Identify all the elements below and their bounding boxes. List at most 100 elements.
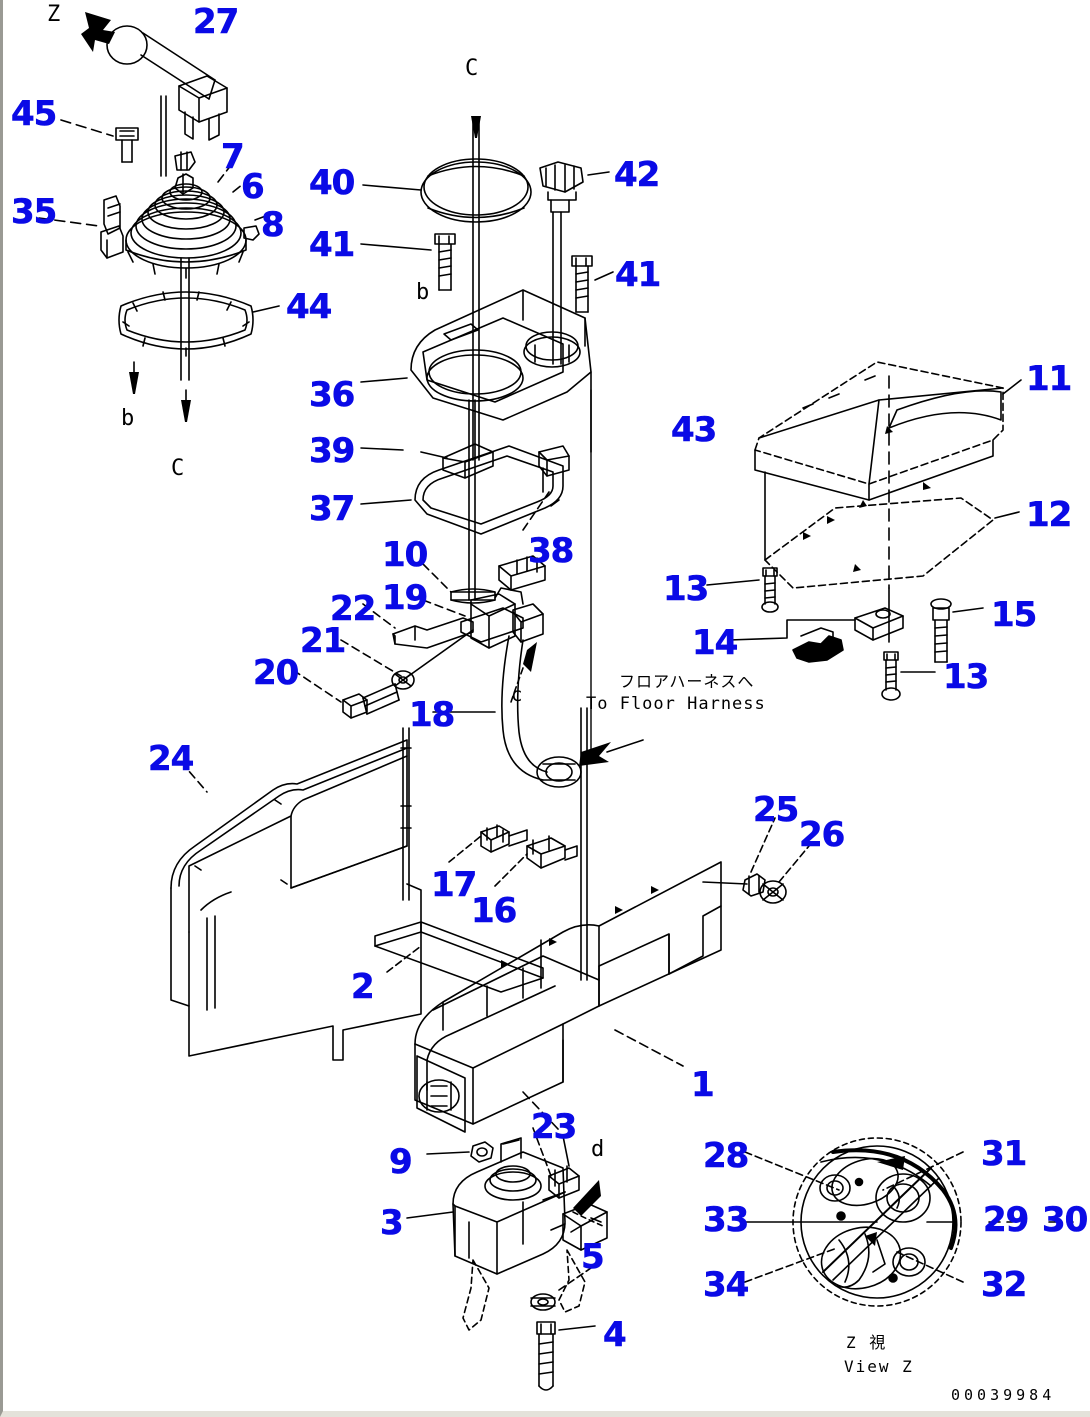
- callout-42: 42: [614, 155, 661, 195]
- callout-43: 43: [671, 410, 718, 450]
- callout-6: 6: [241, 167, 265, 207]
- floor-harness-note-jp: フロアハーネスへ: [619, 672, 755, 691]
- callout-29: 29: [983, 1200, 1030, 1240]
- part-16-switch: [526, 835, 578, 869]
- callout-27: 27: [193, 2, 240, 42]
- callout-36: 36: [309, 375, 356, 415]
- drawing-number: 00039984: [951, 1386, 1056, 1404]
- callout-4: 4: [603, 1315, 627, 1355]
- callout-34: 34: [703, 1265, 750, 1305]
- callout-25: 25: [753, 790, 800, 830]
- callout-11: 11: [1026, 359, 1073, 399]
- part-39-bracket: [442, 443, 494, 479]
- callout-38: 38: [528, 531, 575, 571]
- callout-26: 26: [799, 815, 846, 855]
- callout-28: 28: [703, 1136, 750, 1176]
- part-35-switch: [100, 195, 124, 259]
- callout-40: 40: [309, 163, 356, 203]
- callout-12: 12: [1026, 495, 1073, 535]
- callout-13: 13: [943, 657, 990, 697]
- part-14-connector-outline: [800, 627, 834, 643]
- callout-19: 19: [382, 578, 429, 618]
- floor-harness-note-en: To Floor Harness: [586, 694, 766, 714]
- callout-31: 31: [981, 1134, 1028, 1174]
- callout-21: 21: [300, 621, 347, 661]
- callout-17: 17: [431, 865, 478, 905]
- part-13-bolt-lower: [881, 651, 901, 701]
- callout-7: 7: [221, 137, 245, 177]
- diagram-artwork: [38, 12, 1074, 1391]
- connector-block-upper: [498, 555, 546, 591]
- section-marker-b-left: b: [121, 406, 135, 431]
- part-15-bolt: [930, 598, 952, 663]
- part-20-bolt: [342, 683, 400, 719]
- callout-20: 20: [253, 653, 300, 693]
- callout-32: 32: [981, 1265, 1028, 1305]
- callout-9: 9: [389, 1142, 413, 1182]
- pedal-bracket: [558, 1203, 608, 1313]
- part-12-plate: [764, 426, 994, 589]
- part-10-washer: [450, 588, 496, 604]
- part-1-console-frame: [414, 861, 722, 1133]
- part-13-bolt-left: [761, 567, 779, 613]
- part-18-harness: [501, 635, 582, 788]
- section-marker-c-mid: c: [511, 684, 523, 706]
- callout-1: 1: [691, 1065, 715, 1105]
- part-19-valve: [460, 587, 544, 649]
- callout-35: 35: [11, 192, 58, 232]
- callout-22: 22: [330, 589, 377, 629]
- callout-33: 33: [703, 1200, 750, 1240]
- callout-30: 30: [1042, 1200, 1089, 1240]
- part-14-connector: [792, 635, 844, 663]
- part-4-bolt: [536, 1321, 556, 1391]
- part-6-boot-base: [125, 183, 260, 279]
- section-arrows-left: [129, 372, 191, 422]
- callout-14: 14: [692, 623, 739, 663]
- callout-24: 24: [148, 739, 195, 779]
- part-41-bolt-left: [434, 233, 456, 291]
- section-marker-c-left: C: [171, 456, 185, 481]
- part-9-nut: [470, 1141, 494, 1163]
- callout-2: 2: [351, 967, 375, 1007]
- section-marker-d-bottom: d: [591, 1137, 605, 1162]
- section-arrow-z: [81, 12, 115, 52]
- part-11-armrest: [754, 361, 1004, 501]
- part-45-bolt: [115, 127, 139, 163]
- part-17-switch: [480, 824, 528, 853]
- section-marker-c-top-center: C: [465, 56, 479, 81]
- section-marker-b-upper: b: [416, 280, 430, 305]
- part-25-fastener: [742, 873, 766, 897]
- section-marker-z-top-left: Z: [47, 2, 61, 27]
- callout-10: 10: [382, 535, 429, 575]
- part-41-bolt-right: [571, 255, 593, 313]
- callout-44: 44: [286, 287, 333, 327]
- part-42-knob: [539, 161, 584, 365]
- callout-16: 16: [471, 891, 518, 931]
- part-27-lever: [106, 25, 228, 177]
- part-40-oring: [420, 158, 532, 223]
- part-24-cover: [170, 739, 422, 1061]
- callout-18: 18: [409, 695, 456, 735]
- part-2-strip: [374, 921, 544, 993]
- part-37-frame: [414, 445, 564, 535]
- part-5-washer: [530, 1293, 556, 1311]
- callout-41: 41: [615, 255, 662, 295]
- view-z-label-en: View Z: [844, 1357, 914, 1376]
- part-3-pedal-valve: [452, 1137, 566, 1331]
- callout-3: 3: [380, 1203, 404, 1243]
- part-44-gasket: [118, 291, 254, 357]
- callout-41: 41: [309, 225, 356, 265]
- callout-13: 13: [663, 569, 710, 609]
- view-z-label-jp: Z 視: [846, 1333, 888, 1352]
- callout-5: 5: [581, 1237, 605, 1277]
- callout-15: 15: [991, 595, 1038, 635]
- callout-23: 23: [531, 1107, 578, 1147]
- callout-45: 45: [11, 94, 58, 134]
- callout-37: 37: [309, 489, 356, 529]
- part-36-plate: [410, 289, 592, 453]
- part-22-clip: [392, 617, 474, 649]
- callout-39: 39: [309, 431, 356, 471]
- mount-bracket: [854, 607, 904, 641]
- callout-8: 8: [261, 205, 285, 245]
